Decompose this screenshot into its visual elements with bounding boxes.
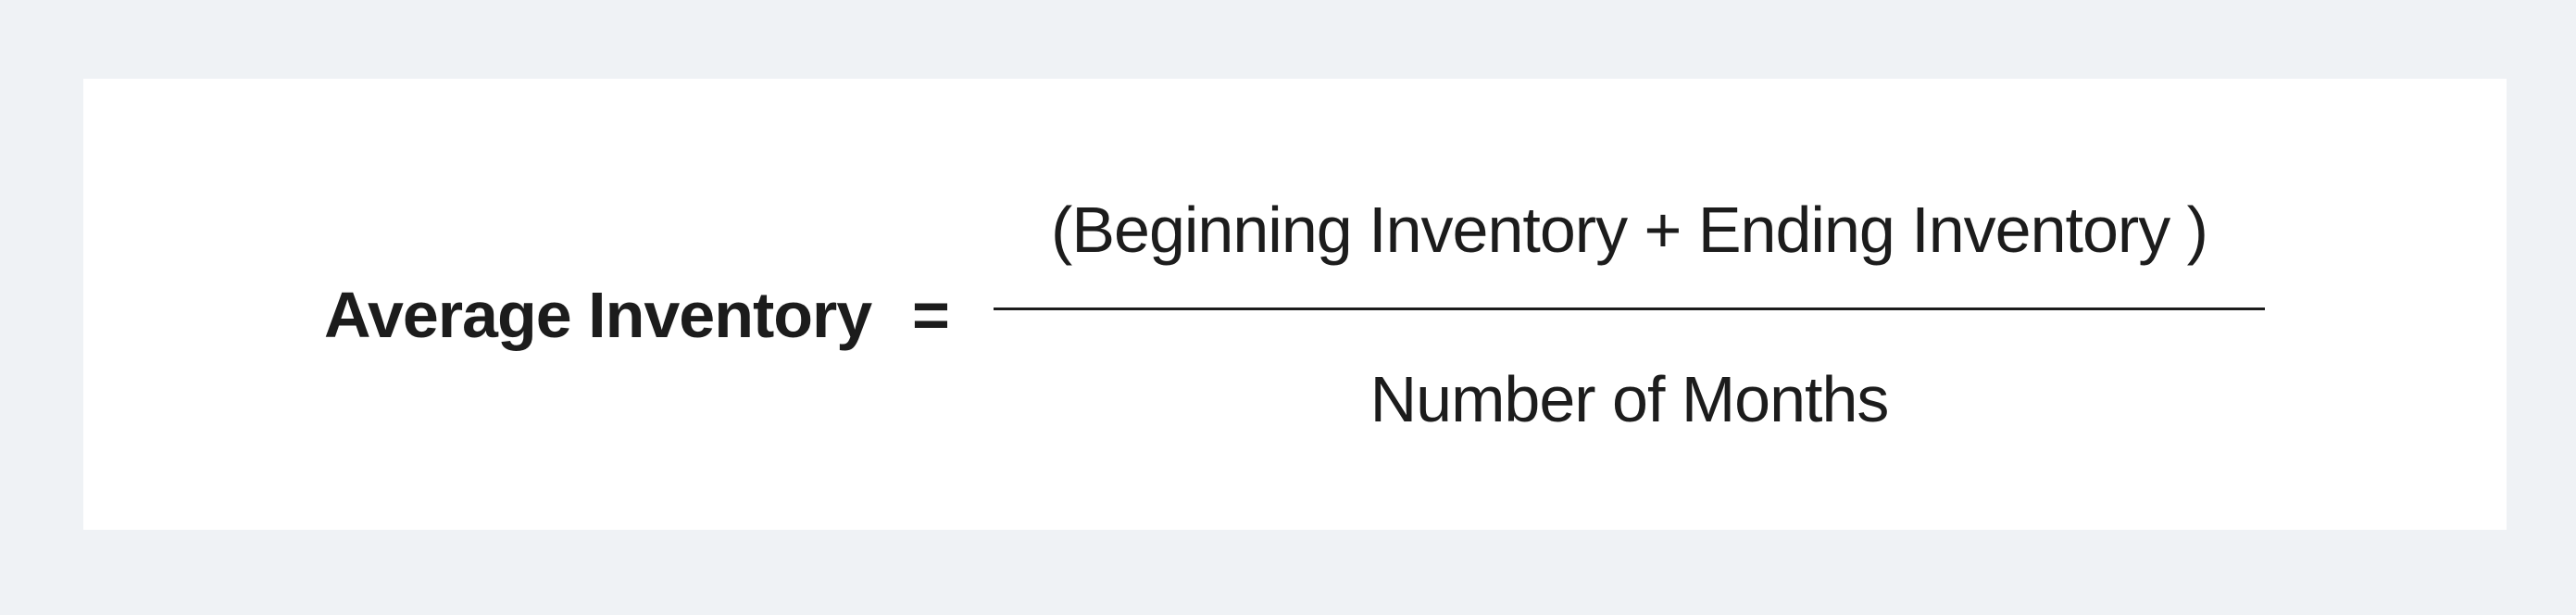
formula-card: Average Inventory = (Beginning Inventory… <box>83 79 2507 530</box>
formula-numerator: (Beginning Inventory + Ending Inventory … <box>1051 194 2208 266</box>
formula-denominator: Number of Months <box>1369 363 1890 435</box>
fraction-bar <box>994 308 2265 310</box>
formula-lhs: Average Inventory <box>324 279 872 351</box>
equals-sign: = <box>912 279 950 351</box>
